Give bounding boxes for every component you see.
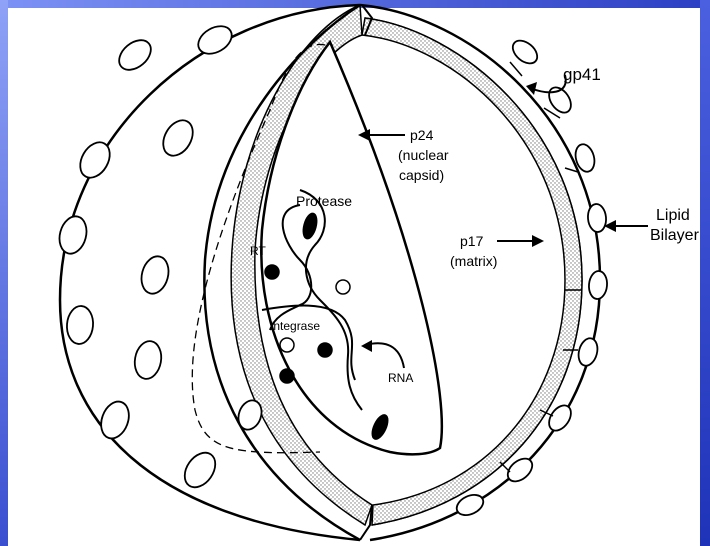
label-p17: p17 bbox=[460, 233, 484, 249]
gp41-spikes bbox=[454, 36, 609, 519]
label-p24-desc-1: (nuclear bbox=[398, 147, 449, 163]
label-p24-desc-2: capsid) bbox=[399, 167, 444, 183]
label-bilayer: Bilayer bbox=[650, 227, 700, 244]
label-lipid: Lipid bbox=[656, 207, 690, 224]
label-p24: p24 bbox=[410, 127, 434, 143]
label-rna: RNA bbox=[388, 371, 413, 385]
label-integrase: Integrase bbox=[270, 319, 320, 333]
label-p17-desc: (matrix) bbox=[450, 253, 497, 269]
label-rt: RT bbox=[250, 244, 266, 258]
label-protease: Protease bbox=[296, 193, 352, 209]
label-gp41: gp41 bbox=[563, 65, 601, 84]
